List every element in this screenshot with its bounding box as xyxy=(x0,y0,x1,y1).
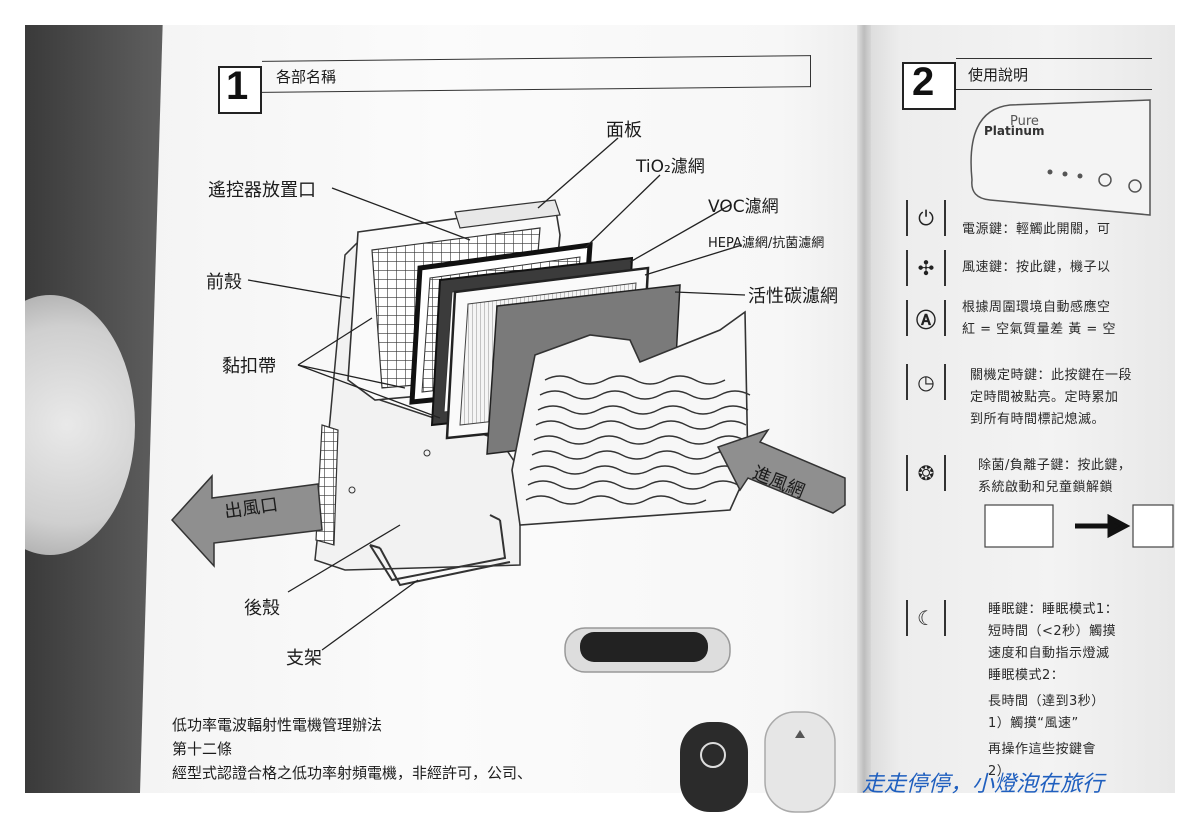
item-sleep-text-3: 速度和自動指示燈滅 xyxy=(988,646,1110,661)
item-timer-text-2: 定時間被點亮。定時累加 xyxy=(970,390,1119,405)
section-1-title: 各部名稱 xyxy=(276,68,337,86)
device-top-outline xyxy=(970,99,1151,216)
book-gutter xyxy=(857,25,871,793)
item-sleep-text-4: 睡眠模式2： xyxy=(988,668,1065,683)
remote-display xyxy=(580,632,708,662)
leader-lines xyxy=(247,137,746,651)
item-auto-text: 根據周圍環境自動感應空 xyxy=(962,300,1111,315)
item-timer-text: 關機定時鍵：此按鍵在一段 xyxy=(970,368,1133,383)
sleep-icon: ☾ xyxy=(906,600,946,636)
label-carbon-filter: 活性碳濾網 xyxy=(748,286,838,307)
regulation-article: 第十二條 xyxy=(172,740,233,758)
watermark: 走走停停，小燈泡在旅行 xyxy=(862,772,1105,797)
label-front-shell: 前殼 xyxy=(206,272,242,293)
item-ion-text: 除菌/負離子鍵：按此鍵， xyxy=(978,458,1132,473)
label-remote-slot: 遙控器放置口 xyxy=(208,180,316,201)
label-hepa-filter: HEPA濾網/抗菌濾網 xyxy=(708,236,825,251)
label-velcro: 黏扣帶 xyxy=(222,356,276,377)
power-icon: ⏻ xyxy=(906,200,946,236)
item-power-text: 電源鍵：輕觸此開關，可 xyxy=(962,222,1111,237)
label-back-shell: 後殼 xyxy=(244,598,280,619)
inlet-arrow xyxy=(716,428,846,514)
item-sleep-text-6: 1）觸摸“風速” xyxy=(988,716,1079,731)
fan-icon: ✣ xyxy=(906,250,946,286)
auto-icon: Ⓐ xyxy=(906,300,946,336)
regulation-body: 經型式認證合格之低功率射頻電機，非經許可，公司、 xyxy=(172,764,533,782)
item-sleep-text-2: 短時間（<2秒）觸摸 xyxy=(988,624,1117,639)
label-stand: 支架 xyxy=(286,648,322,669)
item-sleep-text: 睡眠鍵：睡眠模式1： xyxy=(988,602,1119,617)
inlet-grille-shape xyxy=(511,310,749,526)
outlet-arrow xyxy=(170,474,323,568)
label-voc-filter: VOC濾網 xyxy=(708,197,779,217)
section-1-number-box xyxy=(218,66,262,114)
item-timer-text-3: 到所有時間標記熄滅。 xyxy=(970,412,1106,427)
item-auto-text-2: 紅 = 空氣質量差 黃 = 空 xyxy=(962,322,1116,337)
top-panel-shape xyxy=(454,199,561,229)
label-panel: 面板 xyxy=(606,120,642,141)
item-sleep-text-7: 再操作這些按鍵會 xyxy=(988,742,1097,757)
brand-pure: Pure xyxy=(1010,114,1039,129)
item-fan-text: 風速鍵：按此鍵，機子以 xyxy=(962,260,1111,275)
section-2-title: 使用說明 xyxy=(968,66,1029,84)
ion-icon: ❂ xyxy=(906,455,946,491)
section-1-number: 1 xyxy=(226,64,249,108)
inlet-slots xyxy=(525,375,751,505)
section-2-number-box xyxy=(902,62,956,110)
regulation-title: 低功率電波輻射性電機管理辦法 xyxy=(172,716,383,734)
remote-cradle-shape xyxy=(764,711,836,813)
brand-platinum: Platinum xyxy=(984,124,1045,138)
label-tio2-filter: TiO₂濾網 xyxy=(636,157,705,177)
item-sleep-text-5: 長時間（達到3秒） xyxy=(988,694,1105,709)
stand-shape xyxy=(369,519,511,587)
timer-icon: ◷ xyxy=(906,364,946,400)
section-2-number: 2 xyxy=(912,60,935,104)
item-ion-text-2: 系統啟動和兒童鎖解鎖 xyxy=(978,480,1114,495)
item-sleep-text-8: 2） xyxy=(988,764,1011,779)
section-2-title-bar xyxy=(956,58,1152,90)
